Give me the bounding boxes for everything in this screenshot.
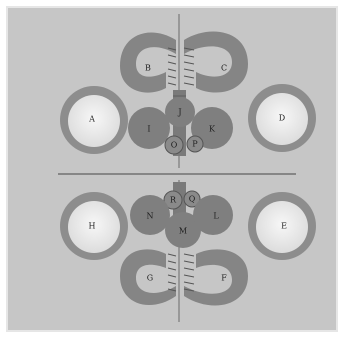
label-b: B: [145, 64, 151, 73]
label-p: P: [192, 140, 198, 149]
disc-e: E: [248, 192, 316, 260]
disc-a: A: [60, 86, 128, 154]
label-g: G: [147, 274, 153, 283]
label-l: L: [213, 212, 219, 221]
label-k: K: [209, 125, 216, 134]
label-a: A: [88, 115, 95, 124]
label-n: N: [147, 212, 154, 221]
label-m: M: [179, 227, 187, 236]
label-r: R: [170, 196, 177, 205]
label-c: C: [221, 64, 227, 73]
disc-h: H: [60, 192, 128, 260]
label-i: I: [147, 125, 150, 134]
label-e: E: [281, 222, 287, 231]
label-f: F: [221, 274, 227, 283]
label-j: J: [177, 108, 181, 117]
label-q: Q: [189, 195, 196, 204]
label-h: H: [89, 222, 96, 231]
disc-d: D: [248, 84, 316, 152]
label-d: D: [279, 114, 285, 123]
label-o: O: [171, 141, 178, 150]
